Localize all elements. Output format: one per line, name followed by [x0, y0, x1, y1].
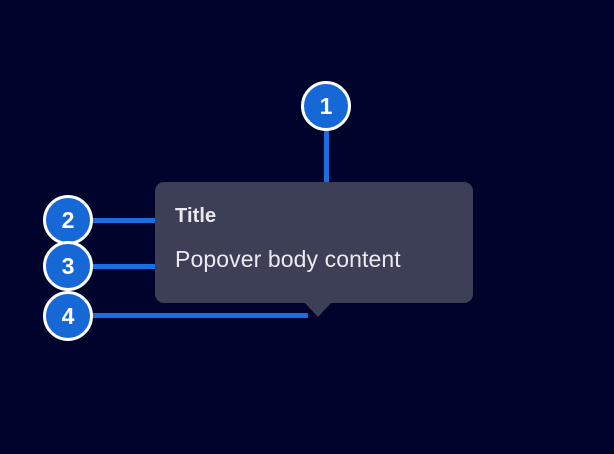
- popover-body-content: Popover body content: [175, 246, 401, 272]
- popover-container: Title Popover body content: [155, 182, 473, 303]
- callout-marker-1[interactable]: 1: [301, 81, 351, 131]
- callout-marker-2[interactable]: 2: [43, 195, 93, 245]
- callout-marker-4[interactable]: 4: [43, 291, 93, 341]
- callout-marker-3[interactable]: 3: [43, 241, 93, 291]
- popover-title: Title: [175, 205, 217, 227]
- callout-connector-1: [324, 106, 329, 204]
- callout-connector-4: [66, 313, 308, 318]
- popover-arrow: [304, 302, 332, 317]
- callout-connector-2: [66, 218, 176, 223]
- callout-connector-3: [66, 264, 173, 269]
